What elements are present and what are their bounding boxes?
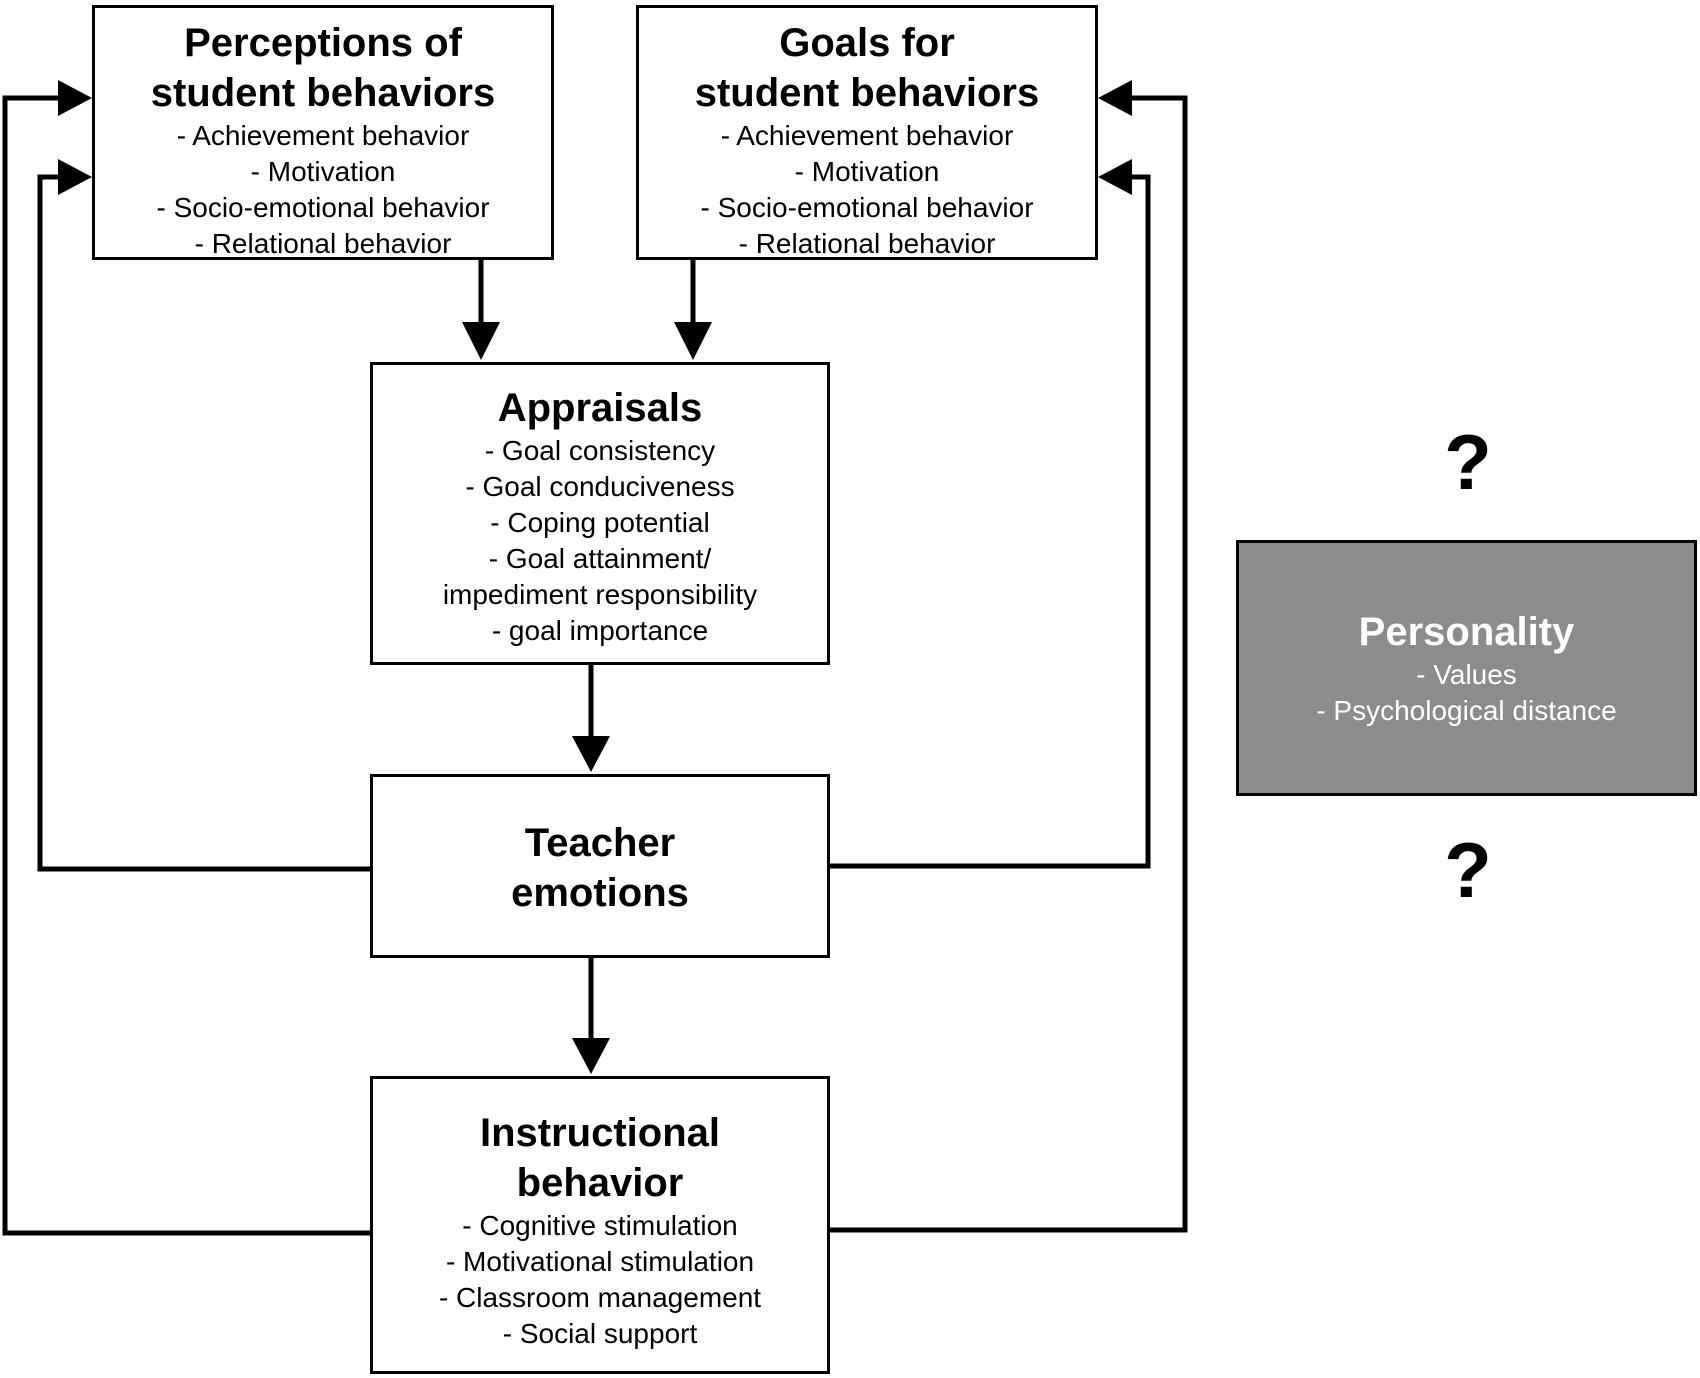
feedback-emotions-to-goals xyxy=(830,174,1151,869)
arrowhead-instructional-to-goals xyxy=(1098,80,1132,116)
perceptions-item: - Achievement behavior xyxy=(176,120,470,151)
arrowhead-emotions-to-perceptions xyxy=(58,159,92,195)
goals-item: - Relational behavior xyxy=(738,228,996,259)
instructional-item: - Social support xyxy=(502,1318,698,1349)
perceptions-item: - Relational behavior xyxy=(194,228,452,259)
perceptions-item: - Socio-emotional behavior xyxy=(156,192,490,223)
perceptions-item: - Motivation xyxy=(250,156,396,187)
goals-title-line1: Goals for xyxy=(779,21,955,65)
feedback-instructional-to-goals xyxy=(830,95,1188,1233)
appraisals-box: Appraisals - Goal consistency - Goal con… xyxy=(370,362,830,665)
arrowhead-emotions-to-instructional xyxy=(572,1038,610,1074)
perceptions-title-line2: student behaviors xyxy=(150,71,496,115)
feedback-instructional-to-perceptions xyxy=(2,95,370,1236)
emotions-title-line1: Teacher xyxy=(524,821,676,865)
personality-item: - Psychological distance xyxy=(1316,695,1617,726)
goals-item: - Socio-emotional behavior xyxy=(700,192,1034,223)
arrowhead-perceptions-to-appraisals xyxy=(462,322,500,360)
perceptions-items: - Achievement behavior - Motivation - So… xyxy=(95,118,551,262)
instructional-item: - Motivational stimulation xyxy=(445,1246,755,1277)
feedback-emotions-to-perceptions xyxy=(37,174,370,872)
question-mark-top: ? xyxy=(1444,418,1492,506)
perceptions-box: Perceptions of student behaviors - Achie… xyxy=(92,5,554,260)
personality-box: Personality - Values - Psychological dis… xyxy=(1236,540,1697,796)
instructional-items: - Cognitive stimulation - Motivational s… xyxy=(373,1208,827,1352)
arrowhead-emotions-to-goals xyxy=(1098,159,1132,195)
instructional-item: - Cognitive stimulation xyxy=(462,1210,738,1241)
goals-title-line2: student behaviors xyxy=(694,71,1040,115)
goals-item: - Achievement behavior xyxy=(720,120,1014,151)
perceptions-title-line1: Perceptions of xyxy=(184,21,462,65)
instructional-behavior-box: Instructional behavior - Cognitive stimu… xyxy=(370,1076,830,1374)
emotions-title-line2: emotions xyxy=(511,871,689,915)
instructional-title-line1: Instructional xyxy=(479,1111,721,1155)
personality-title: Personality xyxy=(1358,610,1575,654)
question-mark-bottom: ? xyxy=(1444,826,1492,914)
appraisals-item: - Goal conduciveness xyxy=(465,471,735,502)
personality-items: - Values - Psychological distance xyxy=(1239,657,1694,729)
appraisals-item: - Goal attainment/ xyxy=(488,543,712,574)
goals-box: Goals for student behaviors - Achievemen… xyxy=(636,5,1098,260)
goals-item: - Motivation xyxy=(794,156,940,187)
personality-item: - Values xyxy=(1416,659,1517,690)
instructional-item: - Classroom management xyxy=(438,1282,762,1313)
appraisals-item: - Coping potential xyxy=(490,507,710,538)
appraisals-items: - Goal consistency - Goal conduciveness … xyxy=(373,433,827,649)
arrowhead-instructional-to-perceptions xyxy=(58,80,92,116)
arrowhead-goals-to-appraisals xyxy=(674,322,712,360)
instructional-title-line2: behavior xyxy=(516,1161,684,1205)
appraisals-item: - goal importance xyxy=(491,615,709,646)
appraisals-title: Appraisals xyxy=(497,386,703,430)
appraisals-item: impediment responsibility xyxy=(442,579,758,610)
goals-items: - Achievement behavior - Motivation - So… xyxy=(639,118,1095,262)
arrowhead-appraisals-to-emotions xyxy=(572,736,610,772)
teacher-emotions-box: Teacher emotions xyxy=(370,774,830,958)
appraisals-item: - Goal consistency xyxy=(484,435,716,466)
